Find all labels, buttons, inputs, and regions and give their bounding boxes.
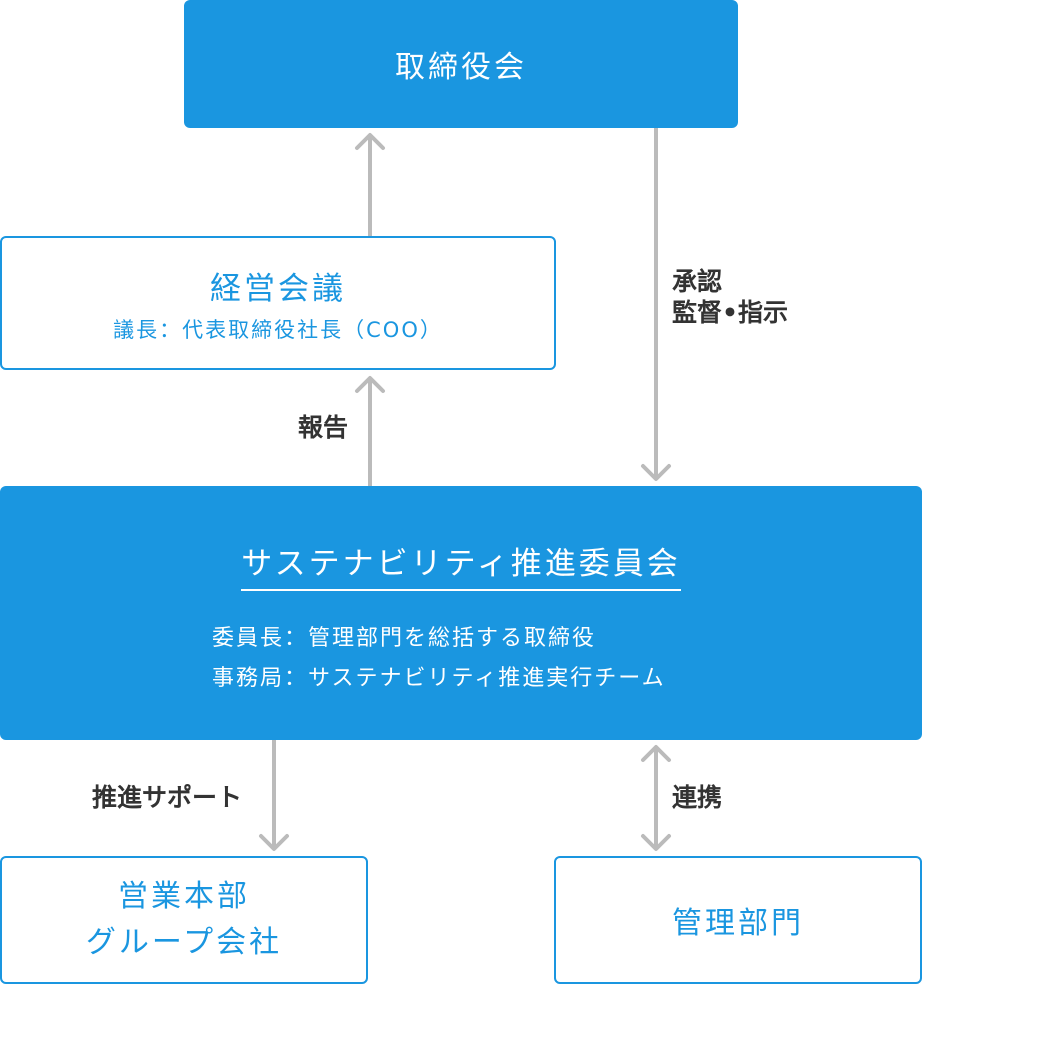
sustainability-committee-box: サステナビリティ推進委員会 委員長：管理部門を総括する取締役 事務局：サステナビ… xyxy=(0,486,922,740)
report-label: 報告 xyxy=(298,413,349,442)
management-meeting-chair: 議長：代表取締役社長（COO） xyxy=(113,317,443,342)
arrow-board-to-committee xyxy=(641,126,671,481)
approval-label-line2: 監督•指示 xyxy=(672,298,788,327)
cooperation-label: 連携 xyxy=(672,783,723,812)
management-meeting-box: 経営会議 議長：代表取締役社長（COO） xyxy=(0,236,556,370)
committee-chair: 委員長：管理部門を総括する取締役 xyxy=(212,626,597,651)
management-meeting-title: 経営会議 xyxy=(210,270,346,307)
arrow-committee-admin-bidirectional xyxy=(641,745,671,851)
arrow-committee-to-mgmt xyxy=(355,376,385,488)
sales-division-box: 営業本部 グループ会社 xyxy=(0,856,368,984)
sales-division-line2: グループ会社 xyxy=(85,925,283,960)
sustainability-committee-title: サステナビリティ推進委員会 xyxy=(241,538,681,591)
arrow-committee-to-sales xyxy=(259,738,289,851)
approval-label: 承認 監督•指示 xyxy=(672,266,788,328)
approval-label-line1: 承認 xyxy=(672,267,723,296)
promotion-support-label: 推進サポート xyxy=(92,783,243,812)
sales-division-line1: 営業本部 xyxy=(117,879,250,914)
board-of-directors-box: 取締役会 xyxy=(184,0,738,128)
admin-division-title: 管理部門 xyxy=(672,906,804,941)
arrow-mgmt-to-board xyxy=(355,133,385,238)
committee-secretariat: 事務局：サステナビリティ推進実行チーム xyxy=(212,666,666,691)
board-title: 取締役会 xyxy=(395,50,527,85)
admin-division-box: 管理部門 xyxy=(554,856,922,984)
